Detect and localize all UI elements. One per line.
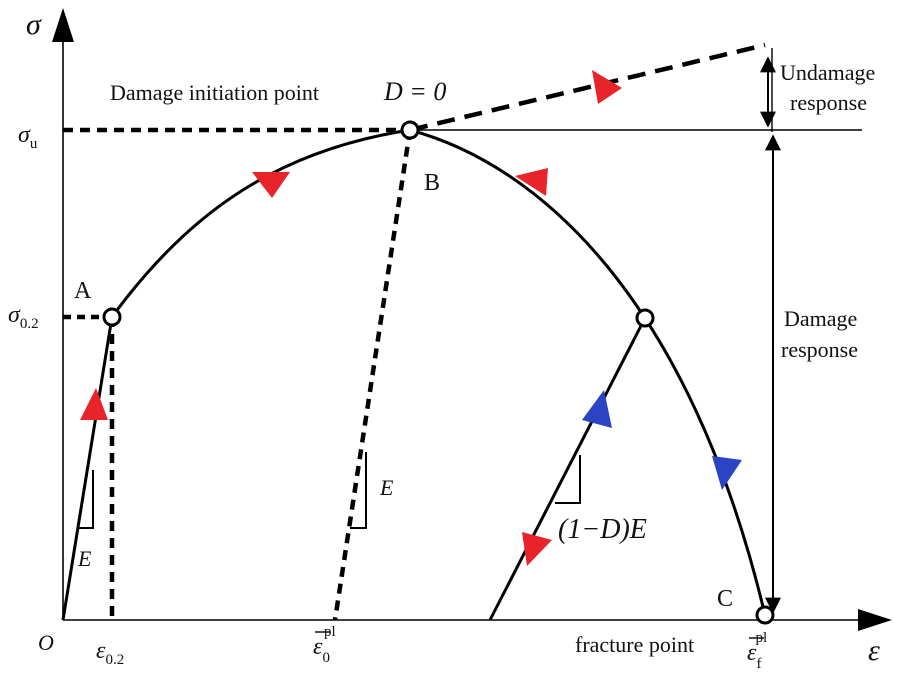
direction-arrow-damaged-down	[522, 532, 552, 566]
direction-arrow-hardening	[252, 172, 290, 198]
softening-curve-BC	[409, 128, 767, 616]
direction-arrow-elastic	[80, 388, 108, 420]
hardening-curve-AB	[110, 128, 411, 318]
eps-fpl-label: εfpl	[747, 630, 767, 672]
x-axis-label: ε	[868, 634, 880, 667]
origin-label: O	[38, 630, 54, 655]
point-C-label: C	[717, 586, 733, 612]
damage-response-label-1: Damage	[784, 306, 857, 331]
unload-dashed-line	[332, 129, 413, 621]
modulus-E-left-label: E	[77, 546, 92, 571]
direction-arrow-undamaged	[592, 70, 622, 104]
undamage-response-label-1: Undamage	[780, 60, 875, 85]
damage-response-label-2: response	[781, 337, 858, 362]
eps-0pl-label: ε0pl	[313, 624, 336, 666]
damage-initiation-label: Damage initiation point	[110, 80, 319, 105]
fracture-point-label: fracture point	[575, 632, 694, 657]
slope-triangle-E-left	[78, 470, 94, 529]
x-axis-arrowhead	[858, 609, 892, 631]
undamage-response-label-2: response	[790, 90, 867, 115]
direction-arrow-reload-up	[582, 390, 612, 428]
undamaged-extrapolation-dashed	[409, 42, 766, 133]
d-zero-label: D = 0	[383, 77, 446, 106]
point-B-label: B	[424, 170, 440, 196]
sigma-02-label: σ0.2	[8, 302, 39, 332]
y-axis-label: σ	[26, 8, 42, 41]
point-A-marker	[102, 307, 122, 327]
y-axis-arrowhead	[52, 8, 74, 42]
eps-02-label: ε0.2	[96, 638, 124, 668]
direction-arrow-softening-lower	[712, 456, 742, 490]
damage-state-marker	[635, 308, 655, 328]
modulus-damaged-label: (1−D)E	[558, 514, 647, 545]
slope-triangle-damaged	[555, 455, 581, 504]
point-B-marker	[400, 120, 420, 140]
damaged-unload-line	[488, 317, 647, 621]
modulus-E-mid-label: E	[379, 475, 394, 500]
point-A-label: A	[74, 278, 92, 304]
elastic-line-OA	[61, 316, 114, 621]
slope-triangle-E-mid	[350, 452, 367, 529]
point-C-marker	[755, 605, 775, 625]
sigma-u-label: σu	[18, 122, 38, 152]
direction-arrow-softening	[515, 168, 548, 196]
